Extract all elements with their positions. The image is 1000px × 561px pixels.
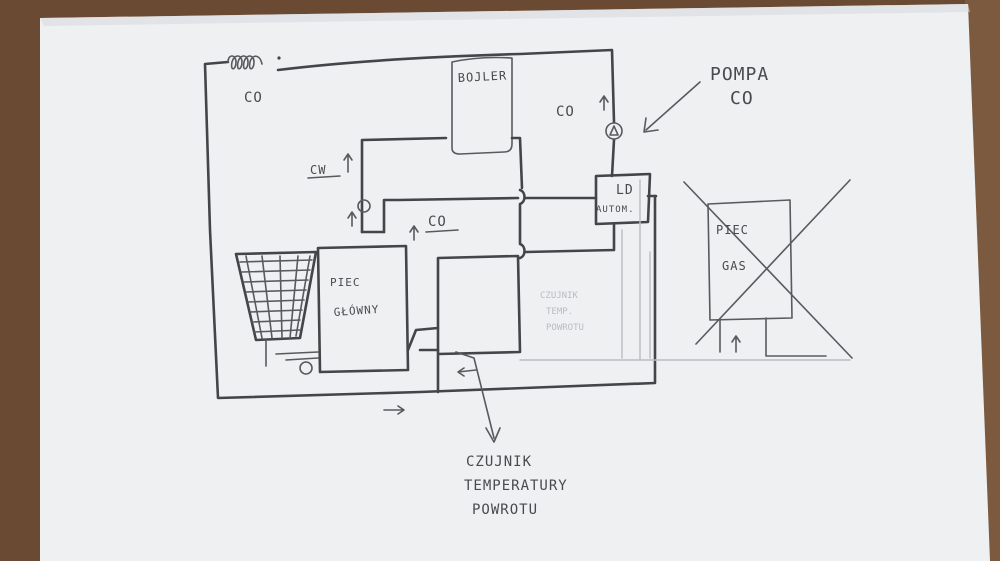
label-ld: LD	[616, 183, 634, 198]
underline-cw	[307, 175, 341, 179]
paper-shadow	[40, 4, 970, 26]
arrow-up-left-icon	[347, 211, 357, 227]
label-co-mid: CO	[428, 214, 447, 230]
label-autom: AUTOM.	[596, 205, 635, 215]
label-piec-main-2: GŁÓWNY	[333, 303, 380, 319]
ld-bottom-pipe	[524, 222, 616, 254]
pump-symbol	[609, 125, 619, 136]
piec-glowny-box	[316, 244, 410, 374]
valve-main-icon	[299, 361, 313, 375]
piec-gas-crossed	[683, 179, 853, 359]
faint-label-2: TEMP.	[546, 307, 573, 317]
faint-label-3: POWROTU	[546, 323, 584, 333]
coil-end-dot	[277, 56, 281, 60]
label-piec-main-1: PIEC	[330, 276, 361, 289]
pump-co-icon	[605, 122, 623, 140]
pompa-pointer-arrow	[643, 81, 701, 133]
arrow-up-co-mid-icon	[409, 225, 419, 241]
ld-autom-box	[594, 172, 652, 226]
label-czujnik-1: CZUJNIK	[466, 454, 532, 470]
label-bojler: BOJLER	[457, 68, 507, 85]
label-co-right: CO	[556, 104, 575, 120]
return-inner	[406, 326, 440, 352]
paper-sheet	[40, 4, 990, 561]
bojler-tank	[451, 56, 513, 155]
pump-pipe	[610, 138, 616, 178]
return-branch	[436, 254, 522, 394]
co-branch	[382, 196, 520, 234]
label-czujnik-2: TEMPERATURY	[464, 478, 568, 494]
label-czujnik-3: POWROTU	[472, 502, 538, 518]
label-piec-gas-2: GAS	[722, 259, 747, 273]
fuel-basket-icon	[234, 250, 319, 367]
label-piec-gas-1: PIEC	[716, 223, 749, 237]
radiator-coil-icon	[227, 55, 263, 70]
label-pompa-co: CO	[730, 88, 754, 109]
cw-crossover	[518, 188, 526, 260]
faint-label-1: CZUJNIK	[540, 291, 579, 301]
underline-co-mid	[425, 229, 459, 233]
valve-cw-icon	[357, 199, 371, 213]
arrow-up-co-icon	[599, 95, 609, 111]
cw-loop	[360, 136, 524, 234]
arrow-left-return-icon	[457, 367, 477, 377]
arrow-up-cw-icon	[343, 153, 353, 173]
left-pipe	[203, 60, 657, 400]
arrow-right-bottom-icon	[383, 405, 405, 415]
top-pipe	[276, 48, 616, 124]
label-cw: CW	[310, 163, 326, 177]
faint-ghost-lines	[519, 179, 851, 361]
label-pompa: POMPA	[710, 64, 769, 85]
czujnik-pointer-arrow	[455, 351, 501, 443]
label-co-top: CO	[244, 90, 263, 106]
